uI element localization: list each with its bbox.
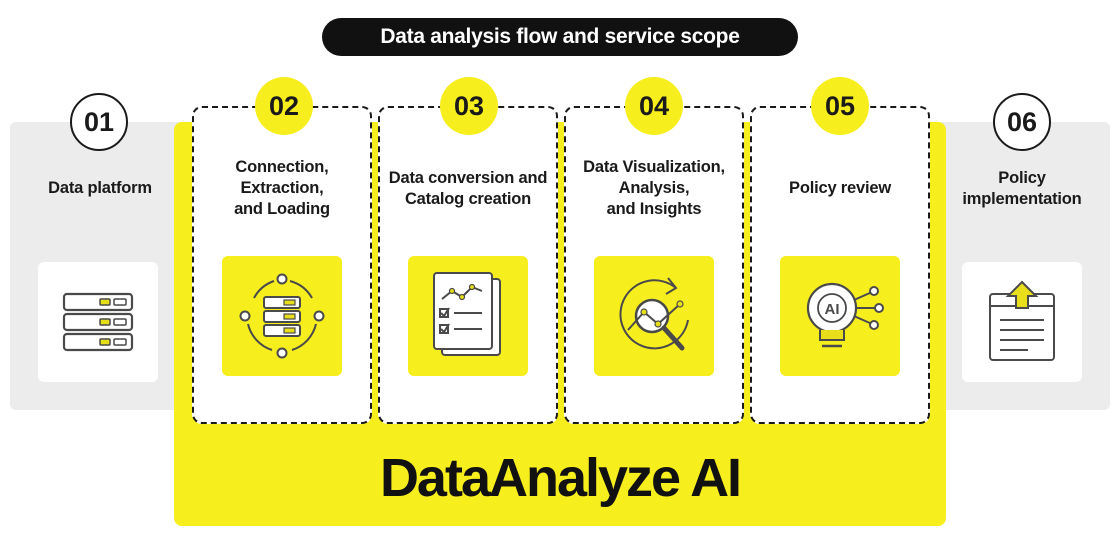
document-upload-icon	[989, 280, 1055, 361]
ai-bulb-icon: AI	[806, 282, 884, 348]
page-title: Data analysis flow and service scope	[322, 18, 798, 56]
step-number-03: 03	[440, 77, 498, 135]
step-label-04: Data Visualization, Analysis, and Insigh…	[583, 158, 725, 218]
step-icon-box-05: AI	[780, 256, 900, 376]
step-label-02: Connection, Extraction, and Loading	[234, 158, 330, 218]
step-icon-box-03	[408, 256, 528, 376]
etl-cycle-icon	[239, 273, 325, 359]
step-icon-box-01	[38, 262, 158, 382]
step-icon-box-06	[962, 262, 1082, 382]
step-number-04: 04	[625, 77, 683, 135]
step-icon-box-02	[222, 256, 342, 376]
step-number-06: 06	[993, 93, 1051, 151]
step-number-02: 02	[255, 77, 313, 135]
step-number-01: 01	[70, 93, 128, 151]
analysis-magnifier-icon	[619, 277, 689, 351]
brand-name: DataAnalyze AI	[379, 448, 742, 508]
catalog-document-icon	[433, 272, 501, 356]
step-label-05: Policy review	[789, 179, 891, 197]
svg-text:AI: AI	[825, 301, 840, 318]
step-label-06: Policy implementation	[962, 169, 1082, 208]
step-number-05: 05	[811, 77, 869, 135]
step-label-01: Data platform	[48, 179, 152, 197]
step-icon-box-04	[594, 256, 714, 376]
step-label-03: Data conversion and Catalog creation	[388, 169, 548, 208]
server-stack-icon	[62, 292, 134, 352]
